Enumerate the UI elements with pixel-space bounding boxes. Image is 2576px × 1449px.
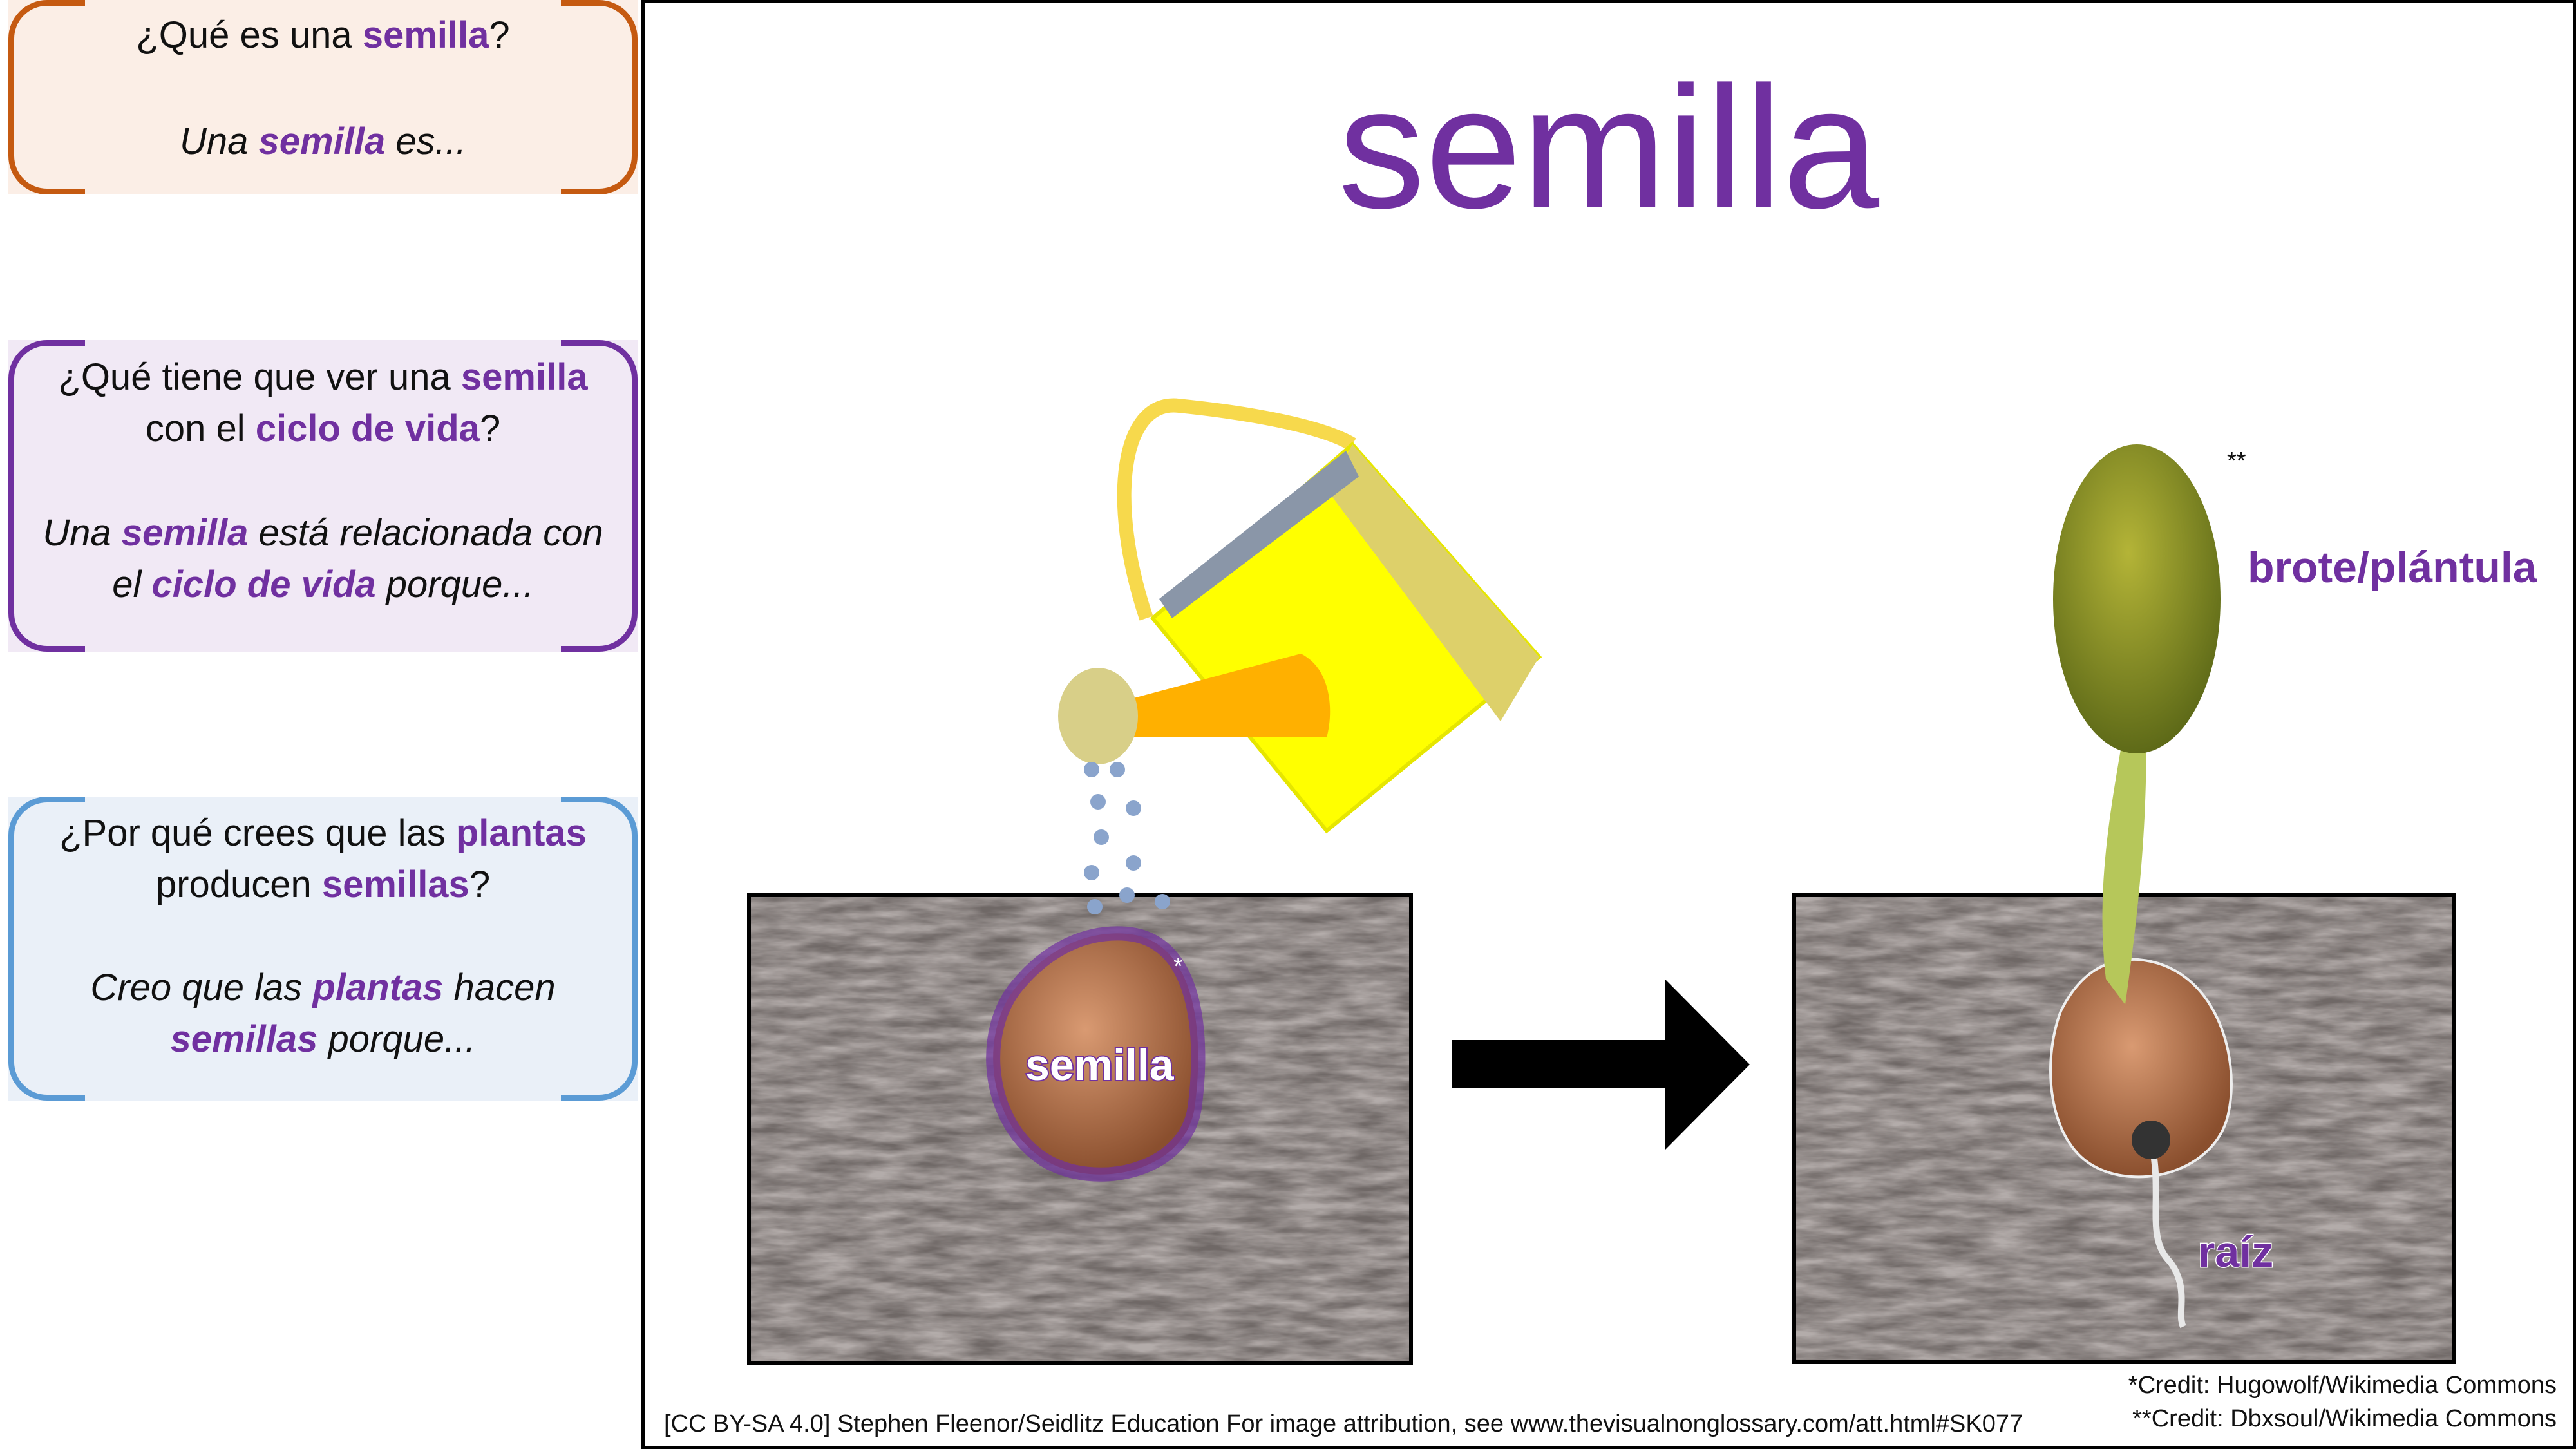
bracket-corner bbox=[8, 1043, 85, 1101]
soil-image-seed bbox=[747, 893, 1413, 1365]
bracket-corner bbox=[8, 137, 85, 194]
text: ¿Qué tiene que ver una bbox=[58, 356, 461, 398]
text: ? bbox=[479, 408, 501, 450]
sentence-stem: Creo que las plantas hacen semillas porq… bbox=[8, 962, 638, 1065]
text: porque... bbox=[317, 1018, 476, 1060]
question-box-why-seeds: ¿Por qué crees que las plantas producen … bbox=[8, 797, 638, 1101]
attribution-text: [CC BY-SA 4.0] Stephen Fleenor/Seidlitz … bbox=[664, 1410, 2023, 1437]
bracket-corner bbox=[8, 340, 85, 397]
bracket-side bbox=[8, 385, 14, 607]
root-image bbox=[2148, 1139, 2186, 1329]
text: ¿Qué es una bbox=[136, 14, 363, 56]
water-drops bbox=[1084, 762, 1170, 914]
seed-image bbox=[2049, 958, 2233, 1179]
credit-seed: *Credit: Hugowolf/Wikimedia Commons bbox=[2128, 1372, 2557, 1399]
root-label: raíz bbox=[2197, 1227, 2274, 1278]
text: producen bbox=[155, 864, 322, 905]
main-panel bbox=[641, 0, 2576, 1449]
sprout-label: brote/plántula bbox=[2248, 543, 2537, 592]
bracket-corner bbox=[561, 797, 638, 854]
keyword: plantas bbox=[312, 967, 444, 1009]
bracket-corner bbox=[561, 0, 638, 57]
text: Creo que las bbox=[90, 967, 313, 1009]
text: Una bbox=[43, 512, 122, 554]
bracket-side bbox=[8, 45, 14, 149]
keyword: semilla bbox=[258, 120, 386, 162]
sprout-credit-mark: ** bbox=[2227, 448, 2246, 475]
seed-label: semilla bbox=[1024, 1039, 1175, 1091]
bracket-side bbox=[632, 385, 638, 607]
bracket-corner bbox=[8, 594, 85, 652]
text: es... bbox=[385, 120, 466, 162]
question-text: ¿Qué tiene que ver una semilla con el ci… bbox=[8, 352, 638, 455]
keyword: semillas bbox=[170, 1018, 318, 1060]
text: con el bbox=[145, 408, 256, 450]
sentence-stem: Una semilla es... bbox=[8, 116, 638, 167]
bracket-corner bbox=[561, 594, 638, 652]
credit-sprout: **Credit: Dbxsoul/Wikimedia Commons bbox=[2132, 1405, 2557, 1432]
text: ¿Por qué crees que las bbox=[59, 812, 456, 854]
text: hacen bbox=[443, 967, 556, 1009]
bracket-corner bbox=[8, 797, 85, 854]
bracket-side bbox=[632, 45, 638, 149]
keyword: semilla bbox=[362, 14, 489, 56]
sentence-stem: Una semilla está relacionada con el cicl… bbox=[8, 507, 638, 611]
bracket-side bbox=[632, 842, 638, 1056]
right-arrow-icon bbox=[1452, 979, 1750, 1150]
question-text: ¿Por qué crees que las plantas producen … bbox=[8, 808, 638, 911]
keyword: ciclo de vida bbox=[255, 408, 480, 450]
bracket-side bbox=[8, 842, 14, 1056]
text: ? bbox=[469, 864, 491, 905]
question-text: ¿Qué es una semilla? bbox=[8, 10, 638, 61]
keyword: semillas bbox=[321, 864, 469, 905]
bracket-corner bbox=[561, 137, 638, 194]
bracket-corner bbox=[561, 340, 638, 397]
keyword: plantas bbox=[455, 812, 587, 854]
watering-can-image bbox=[1058, 398, 1542, 914]
keyword: semilla bbox=[460, 356, 588, 398]
bracket-corner bbox=[8, 0, 85, 57]
text: Una bbox=[180, 120, 259, 162]
seed-image bbox=[986, 926, 1206, 1182]
question-box-life-cycle: ¿Qué tiene que ver una semilla con el ci… bbox=[8, 340, 638, 652]
text: ? bbox=[489, 14, 510, 56]
keyword: ciclo de vida bbox=[151, 564, 376, 605]
seed-credit-mark: * bbox=[1173, 953, 1183, 980]
text: porque... bbox=[375, 564, 534, 605]
keyword: semilla bbox=[121, 512, 249, 554]
sprout-image bbox=[2053, 444, 2221, 1005]
bracket-corner bbox=[561, 1043, 638, 1101]
text: está relacionada con el bbox=[112, 512, 603, 605]
page-title: semilla bbox=[1338, 51, 1880, 245]
question-box-seed-definition: ¿Qué es una semilla? Una semilla es... bbox=[8, 0, 638, 194]
